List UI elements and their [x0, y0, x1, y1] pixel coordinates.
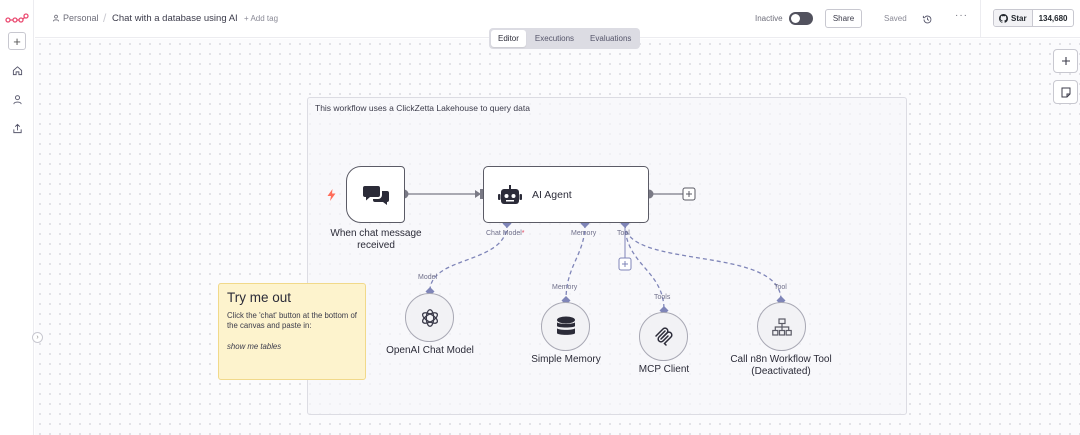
chat-model-port-text: Chat Model	[486, 230, 522, 237]
toggle-knob	[791, 14, 800, 23]
sticky-note-icon	[1061, 87, 1070, 97]
try-me-title: Try me out	[227, 290, 292, 305]
share-button[interactable]: Share	[825, 9, 862, 28]
group-sticky-note[interactable]: This workflow uses a ClickZetta Lakehous…	[307, 97, 907, 415]
try-me-example: show me tables	[227, 342, 282, 351]
sitemap-icon	[771, 317, 792, 336]
group-note-text: This workflow uses a ClickZetta Lakehous…	[315, 103, 530, 113]
create-button[interactable]: +	[8, 32, 26, 50]
breadcrumb-owner[interactable]: Personal	[52, 13, 99, 23]
tab-evaluations[interactable]: Evaluations	[590, 34, 632, 43]
tool-port-label: Tool	[617, 230, 630, 237]
add-tag-button[interactable]: + Add tag	[244, 14, 279, 23]
tab-executions[interactable]: Executions	[534, 34, 575, 43]
mcp-node-port-label: Tools	[654, 294, 671, 301]
active-toggle[interactable]	[789, 12, 813, 25]
workflow-name[interactable]: Chat with a database using AI	[112, 13, 238, 24]
github-icon	[999, 13, 1008, 23]
database-icon	[556, 316, 575, 335]
chat-model-port-label: Chat Model*	[486, 230, 525, 237]
owner-user-icon	[52, 14, 60, 22]
mcp-client-node[interactable]	[639, 312, 688, 361]
active-status-label: Inactive	[755, 14, 783, 23]
chat-trigger-label: When chat message received	[330, 228, 422, 251]
add-node-button[interactable]	[1053, 49, 1078, 73]
ai-agent-node[interactable]: AI Agent	[483, 166, 649, 223]
view-tabs: Editor Executions Evaluations	[489, 28, 641, 49]
github-star-count: 134,680	[1038, 13, 1068, 23]
model-node-port-label: Model	[418, 274, 438, 281]
share-upload-icon[interactable]	[10, 121, 24, 135]
expand-sidebar-button[interactable]: ›	[32, 332, 43, 343]
ai-agent-label: AI Agent	[532, 188, 572, 201]
more-options-button[interactable]: ···	[955, 10, 968, 21]
workflow-tool-label: Call n8n Workflow Tool (Deactivated)	[730, 354, 832, 377]
user-icon[interactable]	[10, 92, 24, 106]
try-me-body: Click the 'chat' button at the bottom of…	[227, 311, 357, 330]
trigger-bolt-icon	[327, 188, 336, 206]
memory-node-port-label: Memory	[552, 284, 578, 291]
simple-memory-node[interactable]	[541, 302, 590, 351]
tool-node-port-label: Tool	[774, 284, 787, 291]
home-icon[interactable]	[10, 63, 24, 77]
add-sticky-button[interactable]	[1053, 80, 1078, 104]
workflow-tool-node[interactable]	[757, 302, 806, 351]
n8n-logo-icon[interactable]	[5, 10, 29, 28]
tab-editor[interactable]: Editor	[491, 30, 526, 47]
chevron-right-icon: ›	[36, 334, 39, 341]
mcp-client-label: MCP Client	[638, 364, 690, 375]
try-me-sticky-note[interactable]: Try me out Click the 'chat' button at th…	[218, 283, 366, 380]
required-marker: *	[521, 230, 525, 237]
history-icon[interactable]	[922, 12, 934, 24]
breadcrumb-separator: /	[103, 11, 107, 25]
left-sidebar: +	[0, 0, 34, 435]
openai-chat-model-label: OpenAI Chat Model	[386, 345, 474, 356]
mcp-icon	[654, 326, 673, 346]
memory-port-label: Memory	[571, 230, 597, 237]
github-star-button[interactable]: Star 134,680	[993, 9, 1075, 27]
openai-chat-model-node[interactable]	[405, 293, 454, 342]
breadcrumb-owner-label: Personal	[63, 13, 99, 23]
openai-icon	[421, 308, 438, 327]
simple-memory-label: Simple Memory	[531, 354, 601, 365]
saved-status: Saved	[884, 14, 907, 23]
chat-bubbles-icon	[362, 185, 389, 205]
divider	[980, 0, 981, 38]
chat-trigger-node[interactable]	[346, 166, 405, 223]
github-star: Star	[994, 10, 1033, 26]
github-star-label: Star	[1011, 13, 1027, 23]
robot-icon	[498, 184, 522, 204]
plus-icon	[1061, 57, 1070, 65]
